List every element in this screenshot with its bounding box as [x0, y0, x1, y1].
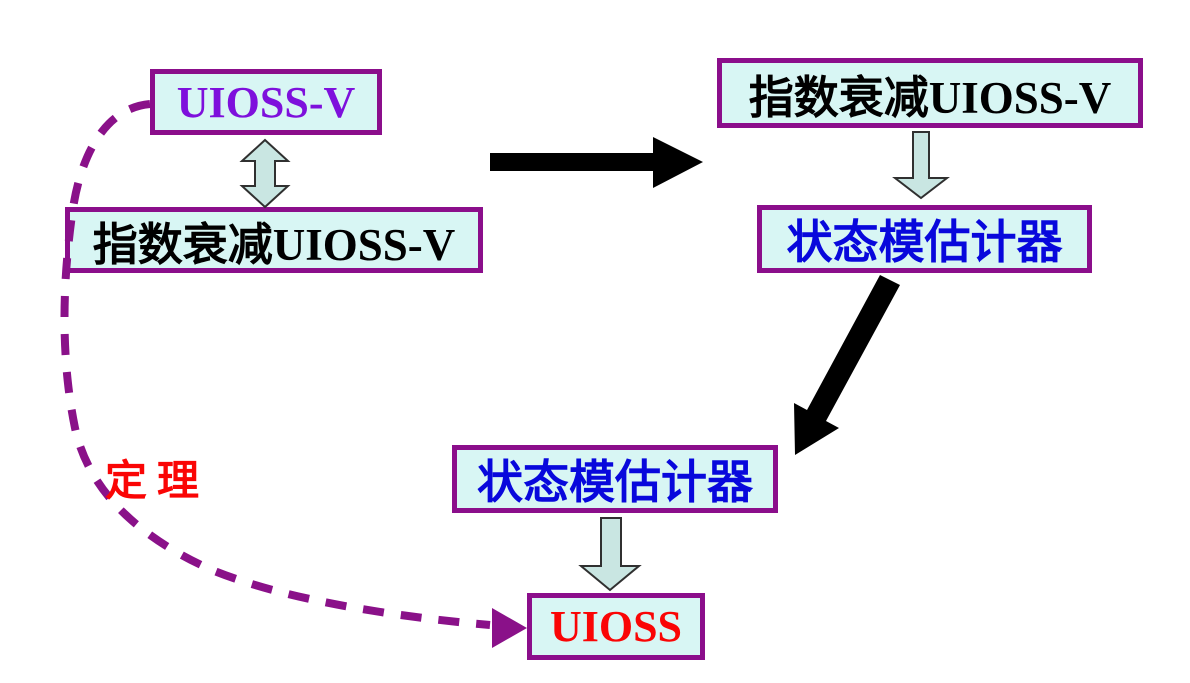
exp-decay-uioss-v-right-node: 指数衰减UIOSS-V	[717, 58, 1143, 128]
down-block-arrow-bottom-icon	[578, 517, 642, 592]
down-block-arrow-right-icon	[892, 131, 950, 200]
state-estimator-bottom-label: 状态模估计器	[477, 457, 753, 508]
exp-decay-uioss-v-left-node: 指数衰减UIOSS-V	[65, 207, 483, 273]
theorem-label: 定理	[105, 457, 210, 504]
uioss-v-label: UIOSS-V	[176, 77, 356, 127]
theorem-dashed-arrow	[60, 100, 491, 629]
exp-decay-left-label: 指数衰减UIOSS-V	[92, 219, 456, 270]
uioss-label: UIOSS	[549, 602, 683, 651]
up-down-block-arrow-icon	[239, 138, 291, 209]
exp-decay-right-label: 指数衰减UIOSS-V	[748, 72, 1112, 123]
state-norm-estimator-bottom-node: 状态模估计器	[452, 445, 778, 513]
uioss-node: UIOSS	[527, 593, 705, 660]
right-arrow-icon	[490, 137, 703, 188]
state-estimator-right-label: 状态模估计器	[786, 217, 1063, 268]
diagonal-arrow-icon	[794, 275, 900, 455]
theorem-dashed-arrowhead-icon	[492, 608, 527, 648]
state-norm-estimator-right-node: 状态模估计器	[757, 205, 1092, 273]
uioss-v-node: UIOSS-V	[150, 69, 382, 135]
